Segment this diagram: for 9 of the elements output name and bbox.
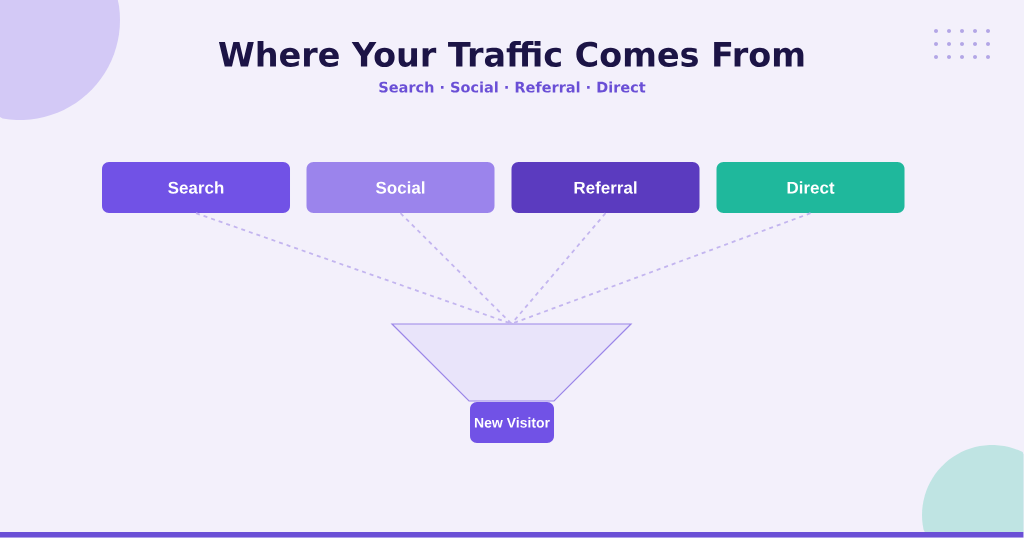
subtitle: Search · Social · Referral · Direct <box>379 81 646 93</box>
connector-line <box>399 212 513 325</box>
title: Where Your Traffic Comes From <box>218 41 804 67</box>
visitor-box: New Visitor <box>470 402 554 443</box>
connector-line <box>510 212 607 325</box>
source-box: Search <box>102 162 290 213</box>
source-box: Referral <box>511 162 700 213</box>
source-box: Social <box>306 162 495 213</box>
source-box: Direct <box>716 162 905 213</box>
